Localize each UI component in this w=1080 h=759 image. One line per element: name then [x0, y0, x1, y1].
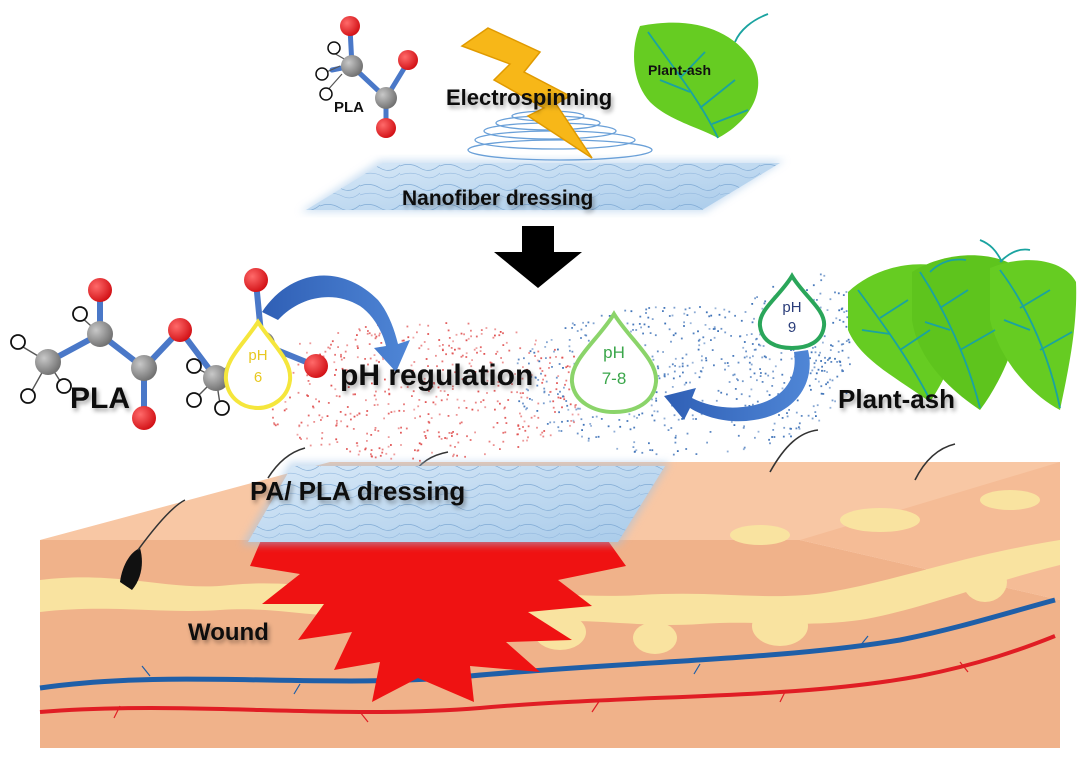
ph-drop-9: pH 9: [757, 272, 827, 351]
label-plant-ash-large: Plant-ash: [838, 384, 955, 414]
pla-molecule-small: [315, 16, 418, 138]
label-nanofiber-dressing: Nanofiber dressing: [402, 187, 593, 210]
curved-arrow-plant-ash: [664, 350, 810, 422]
ion-particles: [241, 273, 856, 462]
blood-vessel-artery: [39, 634, 1056, 714]
label-pla-small: PLA: [334, 99, 364, 116]
ph6-label: pH: [248, 347, 267, 364]
ph-drop-7-8: pH 7-8: [569, 310, 659, 415]
ph6-value: 6: [254, 369, 262, 386]
leaf-icon-small: [634, 13, 769, 139]
lightning-bolt-icon: [460, 27, 593, 159]
ph78-label: pH: [603, 343, 625, 362]
label-wound: Wound: [188, 619, 269, 646]
hair-follicle: [120, 548, 142, 590]
pa-pla-dressing: [242, 462, 670, 545]
ph9-label: pH: [782, 299, 801, 316]
ph78-value: 7-8: [602, 369, 627, 388]
curved-arrow-pla: [262, 275, 410, 372]
label-plant-ash-small: Plant-ash: [648, 62, 711, 78]
fat-lobules: [534, 490, 1040, 654]
nanofiber-dressing-mat: [300, 160, 785, 212]
label-pla-large: PLA: [70, 382, 130, 415]
label-ph-regulation: pH regulation: [340, 359, 533, 392]
leaf-icon-large: [848, 239, 1077, 410]
down-arrow-icon: [494, 226, 582, 288]
ph-drop-6: pH 6: [223, 318, 293, 411]
ph9-value: 9: [788, 319, 796, 336]
wound: [250, 538, 626, 702]
label-electrospinning: Electrospinning: [446, 85, 612, 110]
blood-vessel-vein: [39, 597, 1056, 691]
label-pa-pla-dressing: PA/ PLA dressing: [250, 476, 465, 506]
